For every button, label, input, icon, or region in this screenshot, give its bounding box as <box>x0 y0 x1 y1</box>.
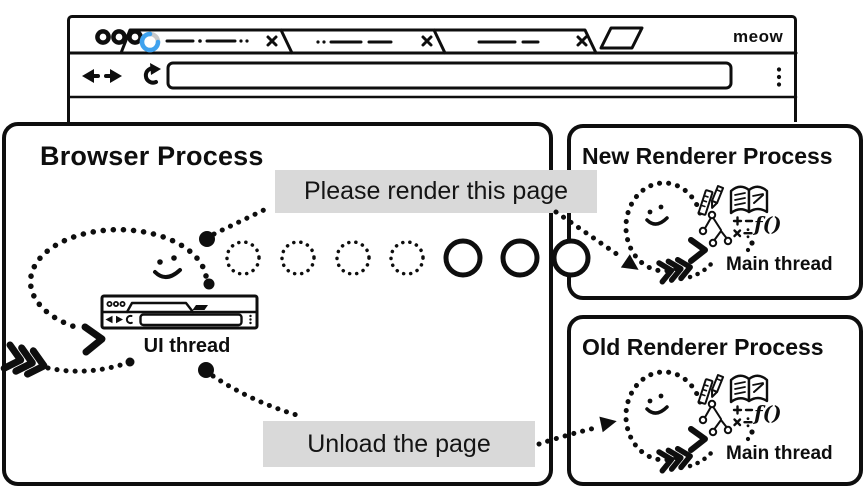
url-text: www.othersite.com <box>182 66 327 83</box>
browser-window-illustration <box>67 15 797 122</box>
message-render-label: Please render this page <box>275 170 597 213</box>
browser-process-title: Browser Process <box>40 141 264 171</box>
new-renderer-title: New Renderer Process <box>582 143 833 169</box>
old-renderer-title: Old Renderer Process <box>582 334 824 360</box>
main-thread-label-old: Main thread <box>726 443 833 464</box>
main-thread-label-new: Main thread <box>726 254 833 275</box>
message-unload-label: Unload the page <box>263 421 535 467</box>
ui-thread-label: UI thread <box>143 335 231 357</box>
browser-brand-label: meow <box>733 27 784 46</box>
